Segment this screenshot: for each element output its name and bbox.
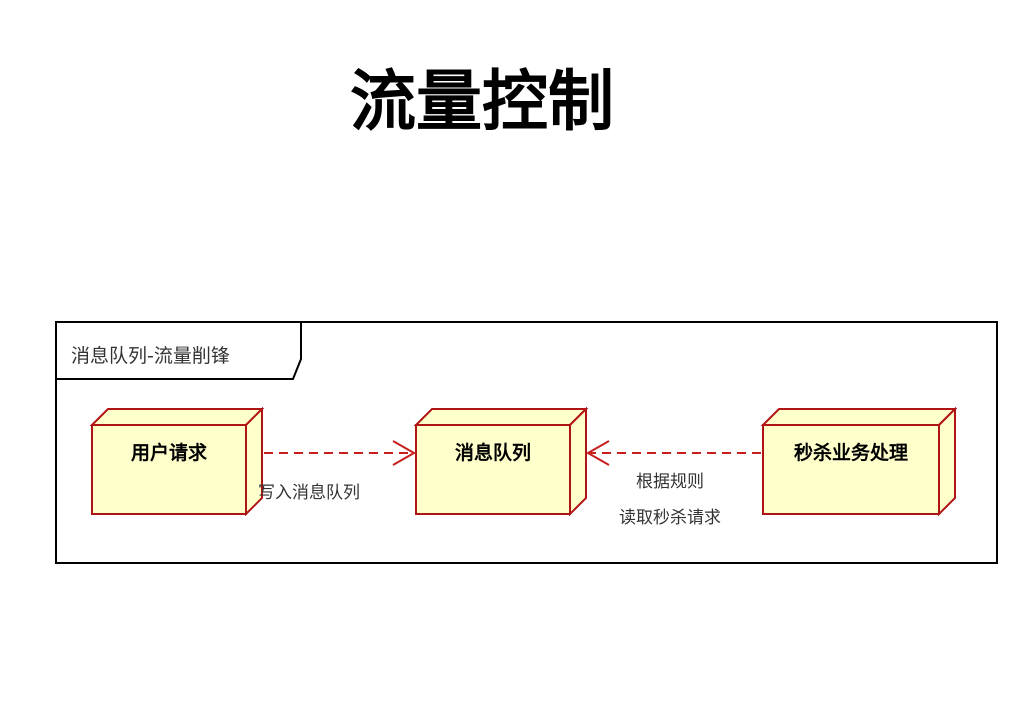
- edge-read-label-line2: 读取秒杀请求: [619, 508, 721, 528]
- edge-write-label: 写入消息队列: [258, 483, 360, 503]
- node-message-queue-label: 消息队列: [455, 441, 531, 464]
- node-seckill-processing-label: 秒杀业务处理: [794, 441, 908, 464]
- frame-label: 消息队列-流量削锋: [71, 345, 230, 367]
- edge-read-label-line1: 根据规则: [636, 472, 704, 492]
- slide-title: 流量控制: [350, 63, 614, 140]
- edge-read-from-queue: [585, 440, 761, 466]
- node-user-request: 用户请求: [89, 406, 265, 517]
- edge-write-to-queue: [264, 440, 417, 466]
- node-user-request-label: 用户请求: [131, 441, 208, 464]
- node-message-queue: 消息队列: [413, 406, 589, 517]
- node-seckill-processing: 秒杀业务处理: [760, 406, 958, 517]
- diagram-frame: 消息队列-流量削锋: [55, 321, 998, 564]
- frame-label-tab: [55, 321, 302, 380]
